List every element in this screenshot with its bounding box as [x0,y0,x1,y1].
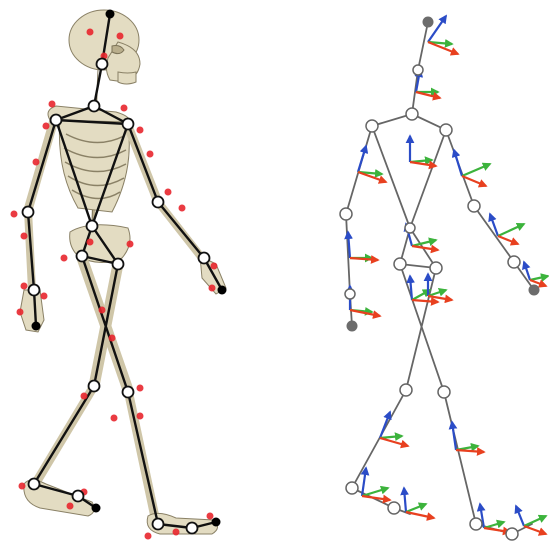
marker [43,123,50,130]
marker [21,283,28,290]
joint [51,115,62,126]
marker [67,503,74,510]
end-effector-head [106,10,115,19]
marker [209,285,216,292]
marker [87,239,94,246]
axis-frame-icon [454,150,490,186]
end-effector-hand [529,285,540,296]
marker [49,101,56,108]
joint [77,251,88,262]
marker [111,415,118,422]
local-frames [348,16,548,534]
marker [19,483,26,490]
joint [388,502,400,514]
joint [406,108,418,120]
joint [468,200,480,212]
axis-frame-icon [480,504,510,532]
marker [21,233,28,240]
marker [137,127,144,134]
chain-joints [340,17,540,541]
joint [430,262,442,274]
marker [179,205,186,212]
marker [117,33,124,40]
end-effector-foot [92,504,101,513]
marker [11,211,18,218]
marker [61,255,68,262]
marker [137,385,144,392]
joint [89,101,100,112]
marker [87,29,94,36]
joint [440,124,452,136]
marker [211,263,218,270]
joint [394,258,406,270]
axis-frame-icon [404,488,434,518]
chain-panel [340,16,548,540]
joint [508,256,520,268]
marker [81,393,88,400]
joint [73,491,84,502]
joint [405,223,415,233]
joint [87,221,98,232]
axis-frame-icon [380,412,408,446]
joint [340,208,352,220]
marker [145,533,152,540]
axis-frame-icon [362,468,390,500]
joint [123,387,134,398]
joint [199,253,210,264]
end-effector-hand [32,322,41,331]
axis-frame-icon [490,214,524,244]
joint [29,479,40,490]
marker [41,293,48,300]
marker [165,189,172,196]
joint [153,519,164,530]
joint [400,384,412,396]
axis-frame-icon [410,136,436,166]
end-effector-hand [218,286,227,295]
end-effector-hand [347,321,358,332]
end-effector-head [423,17,434,28]
marker [17,309,24,316]
joint [153,197,164,208]
axis-frame-icon [348,232,378,260]
skeleton-panel [11,10,227,540]
joint [97,59,108,70]
marker [109,335,116,342]
end-effector-foot [212,518,221,527]
joint [346,482,358,494]
joint [187,523,198,534]
marker [137,413,144,420]
joint [89,381,100,392]
marker [127,241,134,248]
joint [345,289,355,299]
joint [470,518,482,530]
marker [33,159,40,166]
marker [147,151,154,158]
chain-segments [346,22,534,534]
marker [121,105,128,112]
joint [23,207,34,218]
joint [413,65,423,75]
joint [506,528,518,540]
joint [438,386,450,398]
joint [123,119,134,130]
marker [173,529,180,536]
joint [29,285,40,296]
joint [366,120,378,132]
marker [207,513,214,520]
joint [113,259,124,270]
marker [99,307,106,314]
